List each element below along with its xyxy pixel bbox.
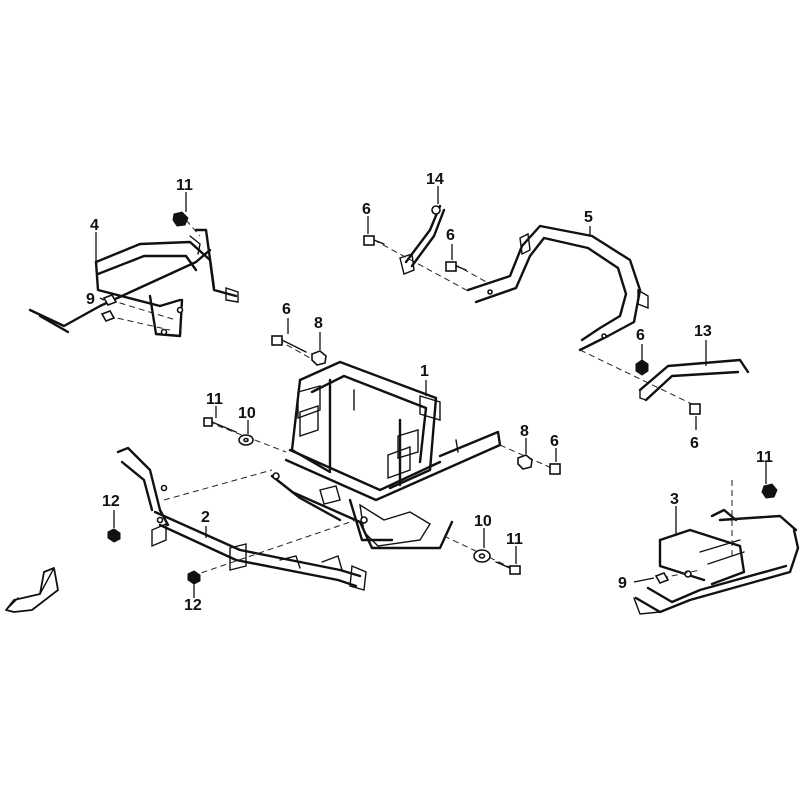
callout-10-right: 10 [474,513,492,530]
callout-6-mid-right: 6 [550,433,559,450]
callout-8-right: 8 [520,423,529,440]
bolt-6-top-left [363,235,385,246]
hardware-callouts: 6 6 6 6 6 6 8 8 9 9 10 10 11 11 11 11 [86,177,773,614]
bolt-12-left [107,528,121,543]
bolt-11-far-right [761,483,778,499]
bolt-6-right [635,359,649,376]
washer-10-left [238,434,254,446]
bolts-9-left [100,294,118,322]
callout-11-left: 11 [206,391,223,408]
front-arrow-icon [5,567,59,613]
bolt-11-right [495,561,521,575]
callout-12-bottom: 12 [184,597,202,614]
callout-4: 4 [90,217,99,234]
hardware [100,211,778,585]
alignment-lines [107,219,733,579]
callout-11-far-right: 11 [756,449,773,466]
callout-9-right: 9 [618,575,627,592]
bolt-6-far-right [689,403,701,415]
callout-5: 5 [584,209,593,226]
part-3-right-footrest: 3 [633,491,800,615]
washer-10-right [473,549,491,563]
callout-14: 14 [426,171,444,188]
bolt-6-mid-right [549,463,561,475]
bolt-6-top-mid [445,261,467,272]
part-14-stay: 14 [399,171,446,275]
callout-6-top-mid: 6 [446,227,455,244]
callout-13: 13 [694,323,712,340]
callout-8-center: 8 [314,315,323,332]
bolt-11-left [203,417,237,433]
nut-8-right [517,454,533,470]
callout-6-far-right: 6 [690,435,699,452]
callout-9-left: 9 [86,291,95,308]
bolt-9-right [654,572,670,584]
bolt-6-center [271,335,307,353]
bolt-12-bottom [187,570,201,585]
part-4-left-footrest: 4 [28,217,239,338]
callout-6-right: 6 [636,327,645,344]
part-1-main-frame: 1 [270,360,502,550]
callout-6-center: 6 [282,301,291,318]
part-2-front-tube: 2 [116,446,367,591]
callout-6-top-left: 6 [362,201,371,218]
callout-11-top-left: 11 [176,177,193,194]
part-5-rear-bar: 5 [466,209,649,352]
nut-8-center [311,350,327,366]
bolt-11-top-left [172,211,189,227]
callout-2: 2 [201,509,210,526]
callout-11-right: 11 [506,531,523,548]
callout-1: 1 [420,363,429,380]
callout-10-left: 10 [238,405,256,422]
callout-3: 3 [670,491,679,508]
part-13-bracket: 13 [638,323,750,402]
callout-12-left: 12 [102,493,120,510]
